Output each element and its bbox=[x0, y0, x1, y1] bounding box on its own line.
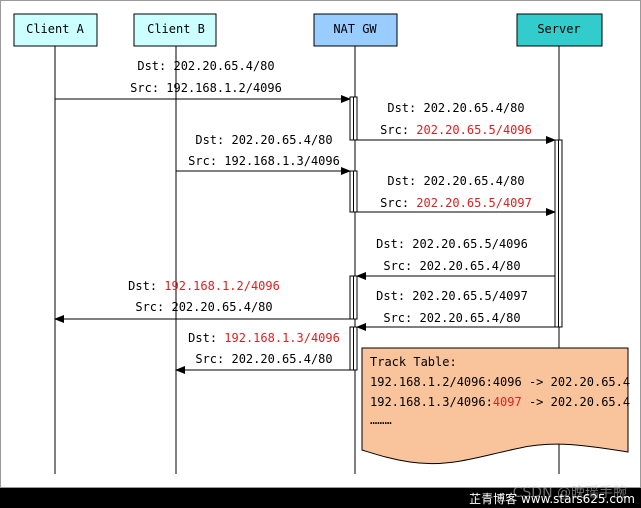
message-2-src-value: 202.20.65.5/4096 bbox=[416, 123, 532, 137]
message-8-dst-key: Dst: bbox=[188, 331, 224, 345]
track-table-row-2-post: -> 202.20.65.4 bbox=[522, 395, 630, 409]
message-8-dst: Dst: 192.168.1.3/4096 bbox=[188, 331, 340, 345]
message-7-dst-key: Dst: bbox=[376, 289, 412, 303]
nat-sequence-diagram: Track Table: 192.168.1.2/4096:4096 -> 202… bbox=[0, 0, 641, 488]
message-1-src-key: Src: bbox=[130, 81, 166, 95]
server-box bbox=[516, 13, 603, 47]
message-6-src-key: Src: bbox=[135, 300, 171, 314]
message-1-dst-key: Dst: bbox=[137, 59, 173, 73]
track-table-row-1-pre: 192.168.1.2/4096:4096 bbox=[370, 375, 522, 389]
message-3-dst-value: 202.20.65.4/80 bbox=[231, 133, 332, 147]
message-2-dst-value: 202.20.65.4/80 bbox=[423, 101, 524, 115]
track-table-note bbox=[361, 347, 629, 465]
track-table-row-1-post: -> 202.20.65.4 bbox=[522, 375, 630, 389]
message-2-src: Src: 202.20.65.5/4096 bbox=[380, 123, 532, 137]
message-3-dst-key: Dst: bbox=[195, 133, 231, 147]
message-1-src-value: 192.168.1.2/4096 bbox=[166, 81, 282, 95]
message-5-dst-value: 202.20.65.5/4096 bbox=[412, 237, 528, 251]
message-4-dst-value: 202.20.65.4/80 bbox=[423, 174, 524, 188]
track-table-row-1: 192.168.1.2/4096:4096 -> 202.20.65.4 bbox=[370, 375, 630, 389]
message-3-src: Src: 192.168.1.3/4096 bbox=[188, 154, 340, 168]
message-2-src-key: Src: bbox=[380, 123, 416, 137]
message-6-dst-value: 192.168.1.2/4096 bbox=[164, 279, 280, 293]
message-6-src-value: 202.20.65.4/80 bbox=[171, 300, 272, 314]
message-5-dst-key: Dst: bbox=[376, 237, 412, 251]
message-8-src: Src: 202.20.65.4/80 bbox=[195, 352, 332, 366]
client-b-box bbox=[133, 13, 217, 47]
message-6-dst: Dst: 192.168.1.2/4096 bbox=[128, 279, 280, 293]
message-8-src-value: 202.20.65.4/80 bbox=[231, 352, 332, 366]
nat-gw-box bbox=[313, 13, 398, 47]
message-5-src-key: Src: bbox=[383, 259, 419, 273]
message-8-dst-value: 192.168.1.3/4096 bbox=[224, 331, 340, 345]
footer-site-text: 芷青博客 www.stars625.com bbox=[469, 492, 635, 506]
track-table-row-2-pre: 192.168.1.3/4096: bbox=[370, 395, 493, 409]
message-4-src: Src: 202.20.65.5/4097 bbox=[380, 196, 532, 210]
client-a-label: Client A bbox=[26, 22, 85, 36]
message-3-src-value: 192.168.1.3/4096 bbox=[224, 154, 340, 168]
message-2-dst: Dst: 202.20.65.4/80 bbox=[387, 101, 524, 115]
message-1-dst: Dst: 202.20.65.4/80 bbox=[137, 59, 274, 73]
message-7-src-key: Src: bbox=[383, 311, 419, 325]
message-4-dst: Dst: 202.20.65.4/80 bbox=[387, 174, 524, 188]
client-a-box bbox=[13, 13, 98, 47]
message-7-src: Src: 202.20.65.4/80 bbox=[383, 311, 520, 325]
message-4-src-key: Src: bbox=[380, 196, 416, 210]
message-5-src-value: 202.20.65.4/80 bbox=[419, 259, 520, 273]
client-b-label: Client B bbox=[147, 22, 205, 36]
message-5-src: Src: 202.20.65.4/80 bbox=[383, 259, 520, 273]
message-7-dst-value: 202.20.65.5/4097 bbox=[412, 289, 528, 303]
message-3-src-key: Src: bbox=[188, 154, 224, 168]
message-1-dst-value: 202.20.65.4/80 bbox=[173, 59, 274, 73]
message-2-dst-key: Dst: bbox=[387, 101, 423, 115]
server-label: Server bbox=[537, 22, 580, 36]
track-table-row-2: 192.168.1.3/4096:4097 -> 202.20.65.4 bbox=[370, 395, 630, 409]
message-1-src: Src: 192.168.1.2/4096 bbox=[130, 81, 282, 95]
message-4-src-value: 202.20.65.5/4097 bbox=[416, 196, 532, 210]
message-7-dst: Dst: 202.20.65.5/4097 bbox=[376, 289, 528, 303]
message-8-src-key: Src: bbox=[195, 352, 231, 366]
track-table-title: Track Table: bbox=[370, 355, 457, 369]
message-6-src: Src: 202.20.65.4/80 bbox=[135, 300, 272, 314]
watermark-text: CSDN @晚瑶手腕 bbox=[512, 485, 627, 501]
message-4-dst-key: Dst: bbox=[387, 174, 423, 188]
track-table-ellipsis: ……… bbox=[370, 413, 392, 427]
track-table-row-2-port: 4097 bbox=[493, 395, 522, 409]
nat-gw-label: NAT GW bbox=[333, 22, 377, 36]
message-3-dst: Dst: 202.20.65.4/80 bbox=[195, 133, 332, 147]
footer-bar: CSDN @晚瑶手腕 芷青博客 www.stars625.com bbox=[0, 485, 641, 508]
message-6-dst-key: Dst: bbox=[128, 279, 164, 293]
message-5-dst: Dst: 202.20.65.5/4096 bbox=[376, 237, 528, 251]
message-7-src-value: 202.20.65.4/80 bbox=[419, 311, 520, 325]
